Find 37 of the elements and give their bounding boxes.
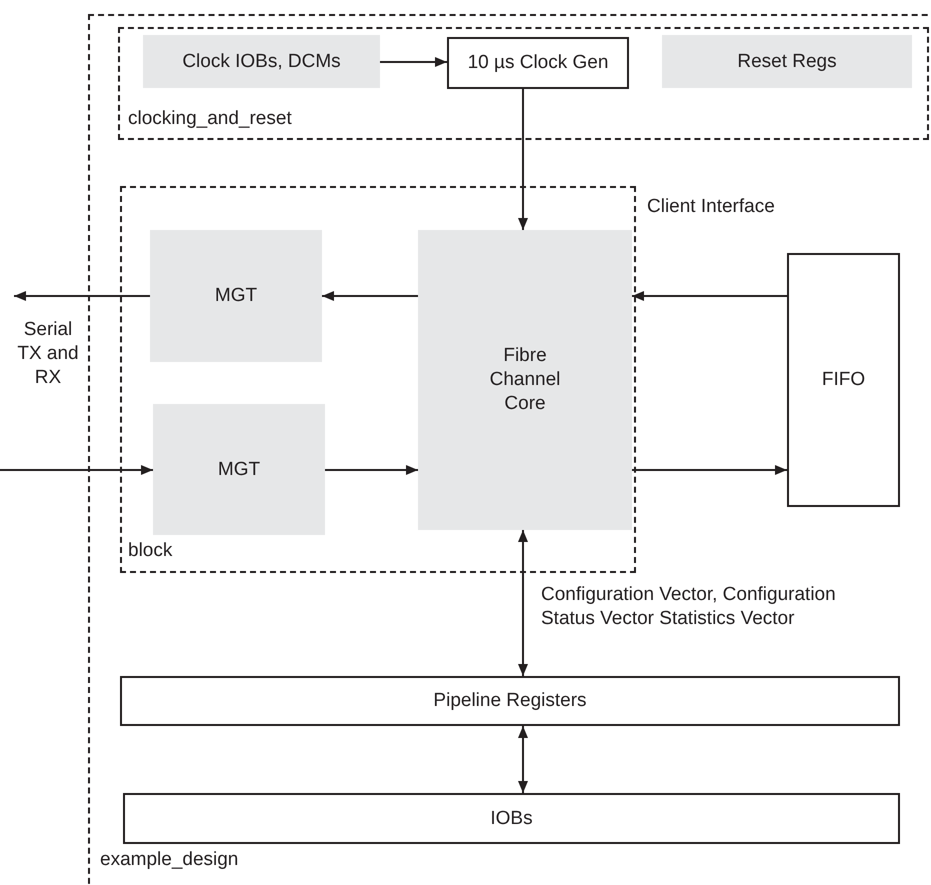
arrow xyxy=(632,465,787,475)
arrow xyxy=(380,57,447,67)
dashed-group-box xyxy=(120,186,636,573)
dashed-group-box xyxy=(118,27,929,140)
arrow xyxy=(325,465,418,475)
block-label: Pipeline Registers xyxy=(433,689,587,713)
arrow xyxy=(0,465,153,475)
shaded-block xyxy=(662,35,912,88)
arrow xyxy=(14,291,150,301)
note-label: Client Interface xyxy=(647,195,776,219)
dashed-group-box xyxy=(88,14,931,885)
shaded-block xyxy=(143,35,380,88)
edge-label: Configuration Vector, Configuration Status Vector Statistics Vector xyxy=(541,583,837,631)
block-label: Clock IOBs, DCMs xyxy=(182,50,341,74)
block-box xyxy=(123,793,900,844)
group-label: clocking_and_reset xyxy=(128,107,292,131)
block-label: MGT xyxy=(214,284,258,308)
arrow xyxy=(518,726,528,793)
note-label: Serial TX and RX xyxy=(16,318,80,390)
arrow xyxy=(518,530,528,676)
block-label: IOBs xyxy=(490,806,533,830)
block-label: MGT xyxy=(218,458,260,482)
group-label: block xyxy=(128,539,172,563)
block-label: 10 µs Clock Gen xyxy=(468,51,608,75)
block-label: Fibre Channel Core xyxy=(488,344,562,416)
shaded-block xyxy=(418,230,632,530)
arrow xyxy=(518,89,528,230)
shaded-block xyxy=(150,230,322,362)
block-label: FIFO xyxy=(822,368,866,392)
group-label: example_design xyxy=(100,848,238,872)
block-box xyxy=(787,253,900,507)
arrow xyxy=(322,291,418,301)
shaded-block xyxy=(153,404,325,535)
arrow xyxy=(632,291,787,301)
block-box xyxy=(120,676,900,726)
block-box xyxy=(447,37,629,89)
block-label: Reset Regs xyxy=(737,50,837,74)
